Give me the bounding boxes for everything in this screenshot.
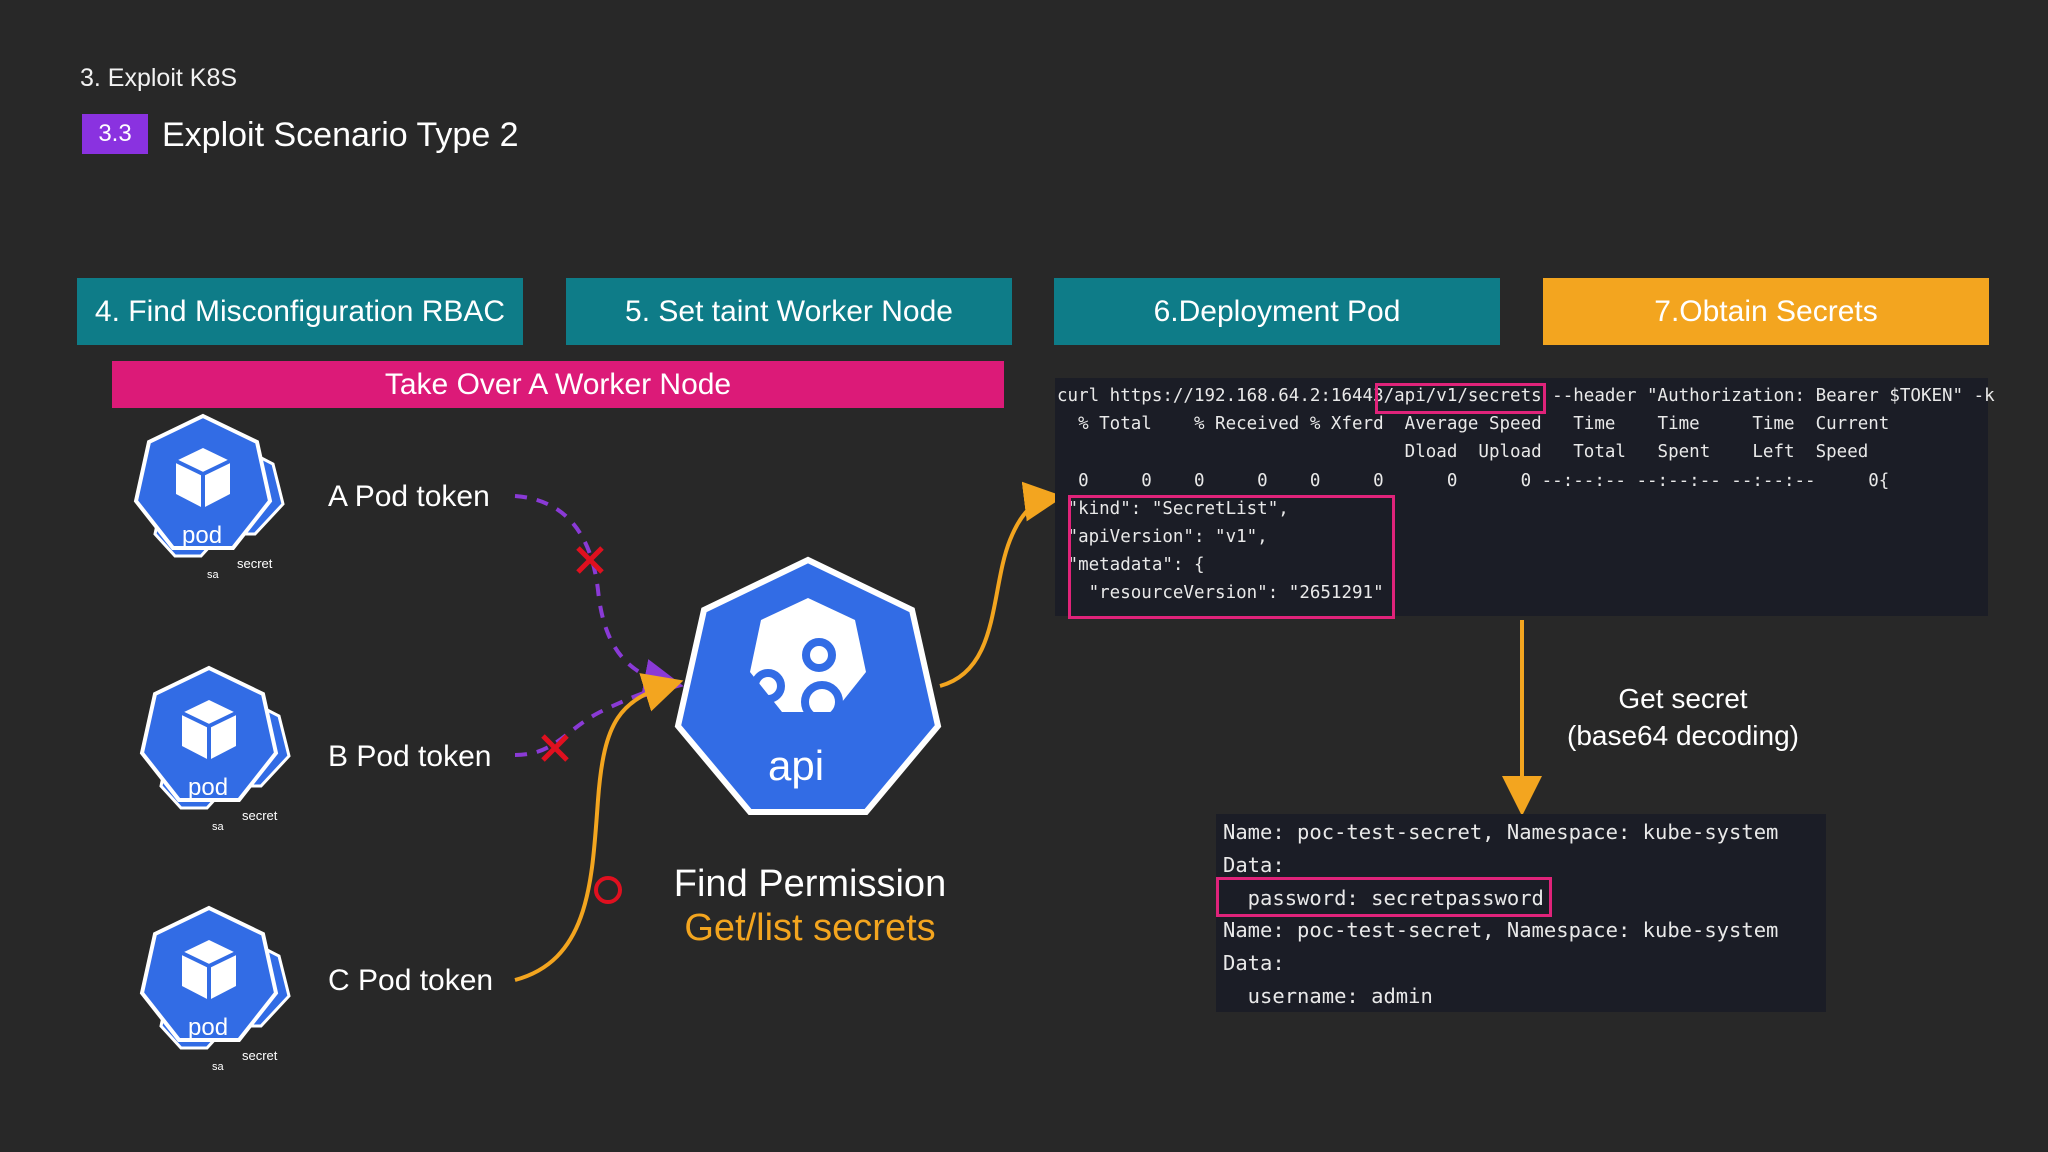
- get-secret-label: Get secret (base64 decoding): [1510, 680, 1856, 754]
- terminal-line: "resourceVersion": "2651291": [1057, 583, 1384, 604]
- get-secret-line1: Get secret: [1618, 683, 1748, 714]
- api-path-highlight: [1375, 383, 1546, 414]
- terminal-line: Data:: [1223, 951, 1285, 976]
- find-permission-caption: Find Permission Get/list secrets: [640, 862, 980, 950]
- k8s-api-server-icon: [674, 556, 942, 815]
- pod-c-secret-text: secret: [242, 1048, 278, 1063]
- pod-b-denied-path: [514, 682, 673, 757]
- deny-x-icon: [576, 546, 604, 574]
- slide-title: Exploit Scenario Type 2: [162, 116, 519, 154]
- pod-a-sa-text: sa: [207, 569, 219, 581]
- secretlist-highlight: [1068, 495, 1395, 619]
- allow-circle-icon: [594, 876, 622, 904]
- terminal-line: "metadata": {: [1057, 555, 1205, 576]
- pod-c-sa-text: sa: [212, 1061, 224, 1073]
- api-text: api: [768, 742, 825, 789]
- terminal-line: curl https://192.168.64.2:16443/api/v1/s…: [1057, 386, 1995, 406]
- step-deployment-pod: 6.Deployment Pod: [1054, 278, 1500, 345]
- api-to-terminal-arrow: [939, 481, 1064, 688]
- password-highlight: [1216, 877, 1552, 917]
- pod-b-text: pod: [188, 774, 229, 801]
- terminal-line: 0 0 0 0 0 0 0 0 --:--:-- --:--:-- --:--:…: [1057, 470, 1890, 491]
- pod-a-denied-path: [514, 494, 684, 699]
- pod-a-text: pod: [182, 522, 223, 549]
- terminal-line: username: admin: [1223, 983, 1433, 1008]
- terminal-line: Data:: [1223, 852, 1285, 877]
- step-obtain-secrets: 7.Obtain Secrets: [1543, 278, 1989, 345]
- pod-c-token-label: C Pod token: [328, 964, 494, 997]
- terminal-line: Name: poc-test-secret, Namespace: kube-s…: [1223, 820, 1779, 844]
- get-secret-line2: (base64 decoding): [1567, 720, 1799, 751]
- pod-c-text: pod: [188, 1014, 229, 1041]
- find-permission-line2: Get/list secrets: [684, 907, 936, 949]
- terminal-line: "apiVersion": "v1",: [1057, 527, 1268, 548]
- pod-b-sa-text: sa: [212, 821, 224, 833]
- deny-x-icon: [541, 734, 569, 762]
- decoded-secret-output: Name: poc-test-secret, Namespace: kube-s…: [1216, 814, 1826, 1012]
- take-over-worker-node-banner: Take Over A Worker Node: [112, 361, 1004, 408]
- gear-icon: [751, 638, 843, 723]
- pod-a-token-label: A Pod token: [328, 480, 490, 513]
- pod-c-allowed-path: [514, 673, 684, 982]
- step-find-misconfiguration-rbac: 4. Find Misconfiguration RBAC: [77, 278, 523, 345]
- section-number-badge: 3.3: [82, 114, 148, 154]
- terminal-line: Dload Upload Total Spent Left Speed: [1057, 442, 1869, 463]
- pod-b-token-label: B Pod token: [328, 740, 492, 773]
- section-label: 3. Exploit K8S: [80, 64, 238, 92]
- terminal-line: "kind": "SecretList",: [1057, 498, 1289, 519]
- terminal-line: password: secretpassword: [1223, 885, 1544, 910]
- terminal-line: Name: poc-test-secret, Namespace: kube-s…: [1223, 918, 1779, 943]
- step-set-taint-worker-node: 5. Set taint Worker Node: [566, 278, 1012, 345]
- pod-b-secret-text: secret: [242, 808, 278, 823]
- terminal-line: % Total % Received % Xferd Average Speed…: [1057, 414, 1890, 435]
- pod-a-secret-text: secret: [237, 556, 273, 571]
- find-permission-line1: Find Permission: [673, 863, 947, 905]
